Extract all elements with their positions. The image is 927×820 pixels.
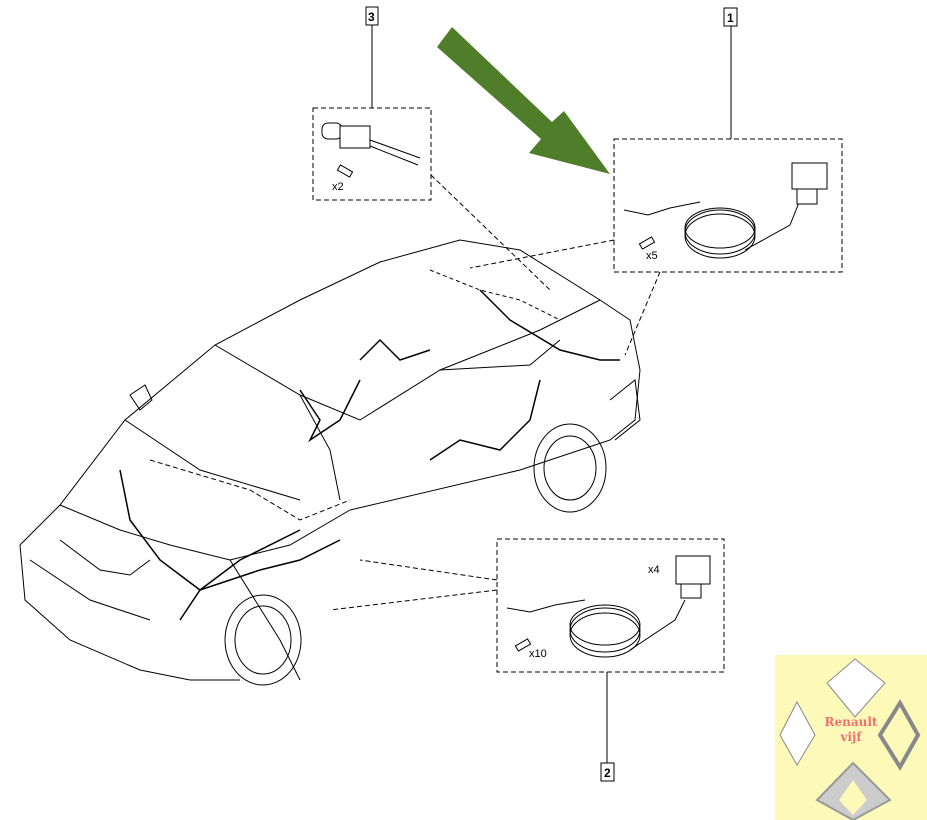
- callout-1: 1 x5: [469, 7, 843, 356]
- callout-number: 3: [368, 10, 375, 24]
- fuse-icon: [514, 638, 532, 652]
- callout-number: 2: [604, 766, 611, 780]
- fuse-icon: [638, 236, 656, 250]
- logo-line1: Renault: [824, 715, 878, 729]
- callout-number: 1: [727, 11, 734, 25]
- car-outline: [19, 239, 641, 686]
- renault-badges: [779, 658, 921, 820]
- callout-2: x10 x4 2: [329, 538, 725, 782]
- quantity-label: x5: [646, 250, 658, 262]
- wiring-harness-icon: [506, 555, 711, 658]
- bulb-holder-icon: [321, 122, 421, 166]
- connector-quantity-label: x4: [648, 564, 660, 576]
- fuse-quantity-label: x10: [529, 648, 547, 660]
- direction-arrow: [437, 27, 610, 174]
- renault-vijf-logo: Renault vijf: [775, 655, 927, 820]
- logo-line2: vijf: [840, 730, 862, 744]
- wiring-harness-icon: [623, 162, 828, 259]
- fuse-icon: [336, 164, 354, 178]
- quantity-label: x2: [332, 181, 344, 193]
- callout-3: 3 x2: [312, 6, 551, 291]
